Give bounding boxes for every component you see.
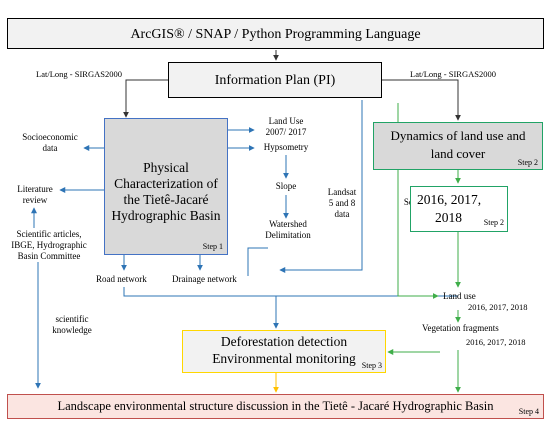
latlong-right: Lat/Long - SIRGAS2000 xyxy=(410,69,496,79)
physical-line-1: Physical xyxy=(143,160,189,175)
landsat-line-2: 5 and 8 xyxy=(328,198,356,208)
arrow-info-plan-to-physical xyxy=(123,79,168,118)
sources-line-3: Basin Committee xyxy=(17,251,81,261)
physical-line-4: Hydrographic Basin xyxy=(111,208,221,223)
literature-line-1: Literature xyxy=(17,184,53,194)
line-merge-to-land-use xyxy=(123,287,458,297)
drainage-network-label: Drainage network xyxy=(172,274,237,284)
dynamics-line-2: land cover xyxy=(430,146,486,161)
sources-line-1: Scientific articles, xyxy=(16,229,82,239)
years-line-2: 2018 xyxy=(435,210,462,225)
arrow-info-plan-to-dynamics xyxy=(382,79,461,121)
land-use-right-line-1: Land use xyxy=(443,291,476,301)
physical-line-3: the Tietê-Jacaré xyxy=(123,192,209,207)
land-use-2007-line-2: 2007/ 2017 xyxy=(265,127,307,137)
knowledge-line-2: knowledge xyxy=(52,325,92,335)
landsat-line-3: data xyxy=(334,209,350,219)
top-box-text: ArcGIS® / SNAP / Python Programming Lang… xyxy=(130,27,421,42)
information-plan-text: Information Plan (PI) xyxy=(214,73,336,88)
hypsometry-label: Hypsometry xyxy=(263,142,309,152)
bottom-box-text: Landscape environmental structure discus… xyxy=(57,399,494,413)
years-box: 2016, 2017, 2018 Step 2 xyxy=(410,186,508,232)
years-step-label: Step 2 xyxy=(483,218,504,227)
dynamics-line-1: Dynamics of land use and xyxy=(390,128,526,143)
watershed-line-1: Watershed xyxy=(269,219,307,229)
top-box: ArcGIS® / SNAP / Python Programming Lang… xyxy=(7,18,544,49)
socioeconomic-line-2: data xyxy=(42,143,58,153)
dynamics-step-label: Step 2 xyxy=(517,158,538,167)
arrow-landsat xyxy=(279,100,363,273)
line-drainage-to-watershed xyxy=(247,247,268,276)
vegetation-line-1: Vegetation fragments xyxy=(422,323,499,333)
dynamics-box: Dynamics of land use and land cover Step… xyxy=(373,122,543,170)
slope-label: Slope xyxy=(275,181,297,191)
physical-characterization-box: Physical Characterization of the Tietê-J… xyxy=(104,118,228,255)
deforestation-line-1: Deforestation detection xyxy=(220,334,348,349)
deforestation-line-2: Environmental monitoring xyxy=(212,351,356,366)
knowledge-line-1: scientific xyxy=(55,314,89,324)
latlong-left: Lat/Long - SIRGAS2000 xyxy=(36,69,122,79)
landsat-line-1: Landsat xyxy=(327,187,357,197)
years-line-1: 2016, 2017, xyxy=(417,192,482,207)
land-use-2007-line-1: Land Use xyxy=(268,116,304,126)
sources-line-2: IBGE, Hydrographic xyxy=(11,240,87,250)
bottom-step-label: Step 4 xyxy=(518,407,539,416)
land-use-right-line-2: 2016, 2017, 2018 xyxy=(468,302,528,312)
deforestation-box: Deforestation detection Environmental mo… xyxy=(182,330,386,373)
road-network-label: Road network xyxy=(96,274,147,284)
socioeconomic-line-1: Socioeconomic xyxy=(22,132,78,142)
bottom-box: Landscape environmental structure discus… xyxy=(7,394,544,419)
literature-line-2: review xyxy=(22,195,48,205)
watershed-line-2: Delimitation xyxy=(265,230,311,240)
physical-line-2: Characterization of xyxy=(114,176,218,191)
information-plan-box: Information Plan (PI) xyxy=(168,62,382,98)
deforestation-step-label: Step 3 xyxy=(361,361,382,370)
vegetation-line-2: 2016, 2017, 2018 xyxy=(466,337,526,347)
physical-step-label: Step 1 xyxy=(202,242,223,251)
